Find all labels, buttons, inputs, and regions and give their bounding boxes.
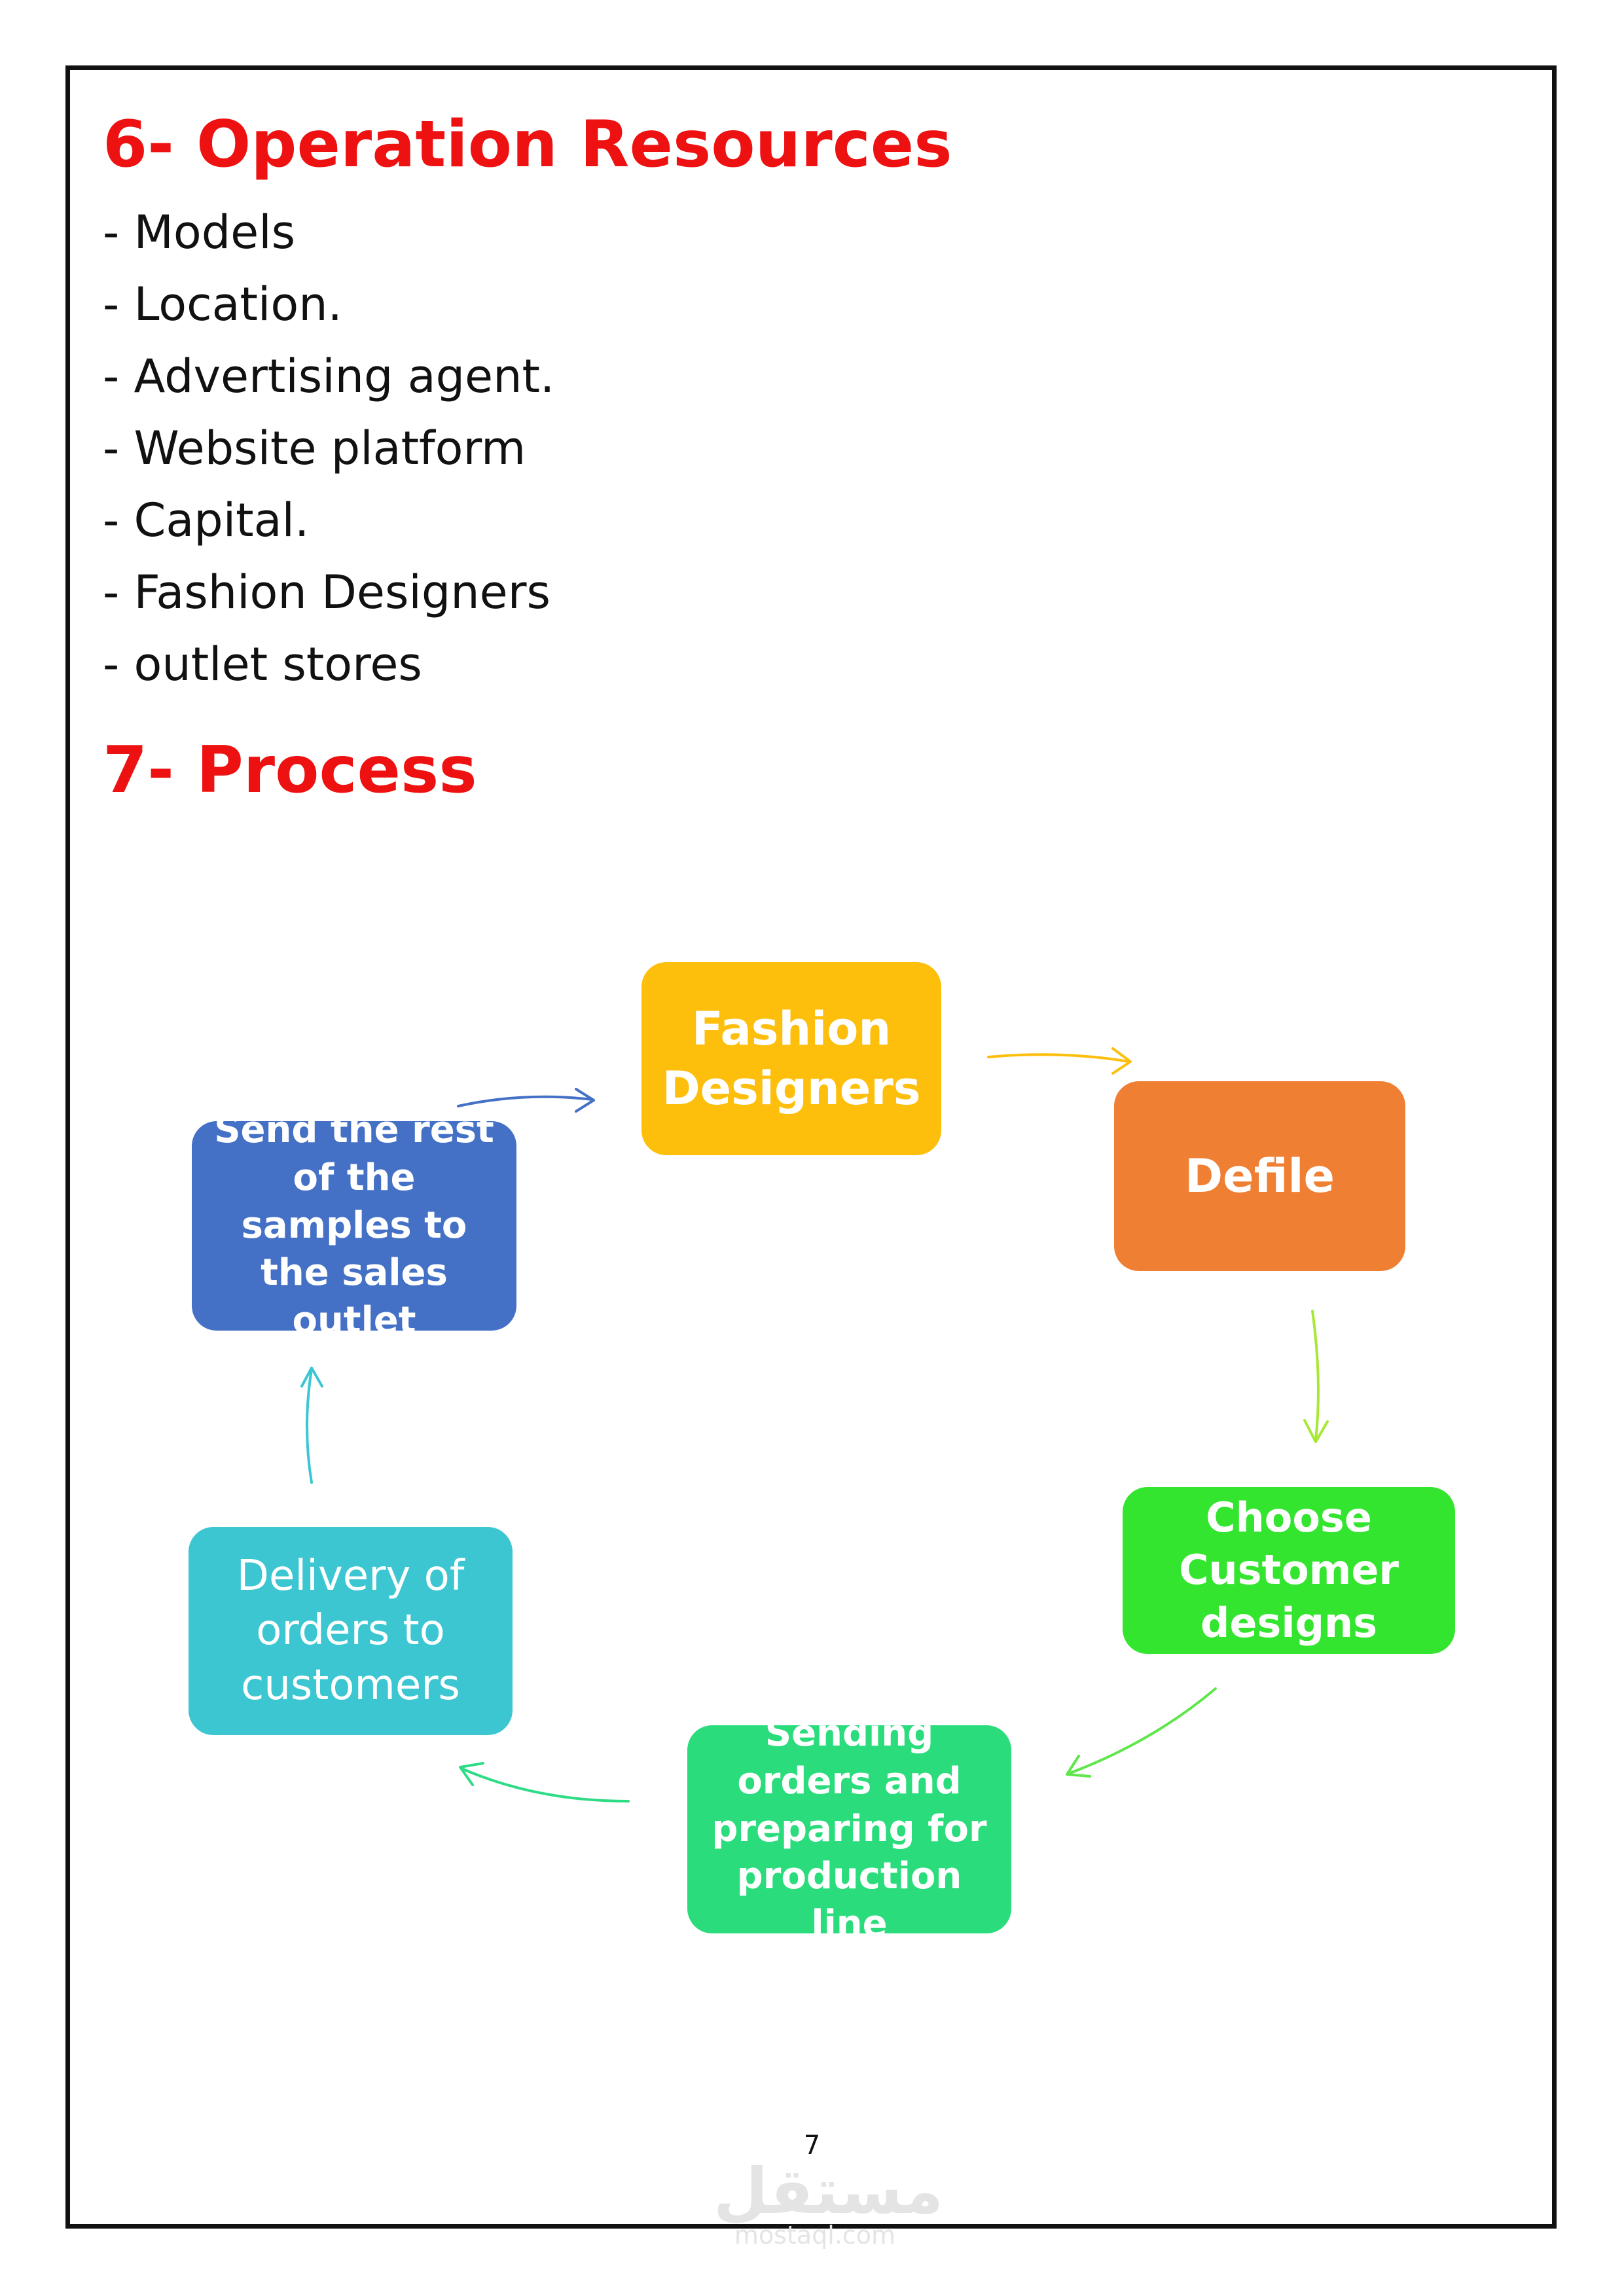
node-fashion-designers: Fashion Designers [641,962,941,1155]
node-defile: Defile [1114,1081,1405,1271]
watermark-logo: مستقل mostaql.com [713,2155,944,2250]
list-item: - Models [103,206,296,259]
list-item: - Location. [103,278,342,331]
watermark-arabic-text: مستقل [713,2155,944,2228]
node-send-rest-of-samples: Send the rest of the samples to the sale… [192,1109,516,1342]
arrow-choose-to-sending [1066,1687,1217,1778]
node-delivery-of-orders: Delivery of orders to customers [189,1527,513,1735]
arrow-fashion-to-defile [987,1047,1132,1075]
arrow-sending-to-delivery [459,1762,630,1803]
arrow-send-to-fashion [457,1088,595,1113]
node-label: Sending orders and preparing for product… [712,1712,987,1946]
list-item: - Fashion Designers [103,565,550,619]
section-6-heading: 6- Operation Resources [103,107,952,182]
operation-resources-list: - Models - Location. - Advertising agent… [103,196,554,700]
list-item: - outlet stores [103,637,422,691]
node-sending-orders: Sending orders and preparing for product… [687,1712,1011,1945]
node-label: Defile [1185,1149,1335,1203]
page-number: 7 [803,2130,821,2161]
page-border [65,65,1557,2229]
list-item: - Advertising agent. [103,350,555,403]
node-choose-customer-designs: Choose Customer designs [1123,1487,1455,1654]
arrow-delivery-to-send [300,1367,323,1484]
list-item: - Capital. [103,493,310,547]
arrow-defile-to-choose [1303,1310,1329,1443]
node-label: Fashion Designers [662,1001,921,1115]
watermark-latin-text: mostaql.com [734,2221,896,2250]
list-item: - Website platform [103,422,526,475]
node-label: Delivery of orders to customers [236,1552,465,1710]
node-label: Send the rest of the samples to the sale… [214,1109,494,1342]
node-label: Choose Customer designs [1178,1493,1399,1647]
section-7-heading: 7- Process [103,733,477,808]
